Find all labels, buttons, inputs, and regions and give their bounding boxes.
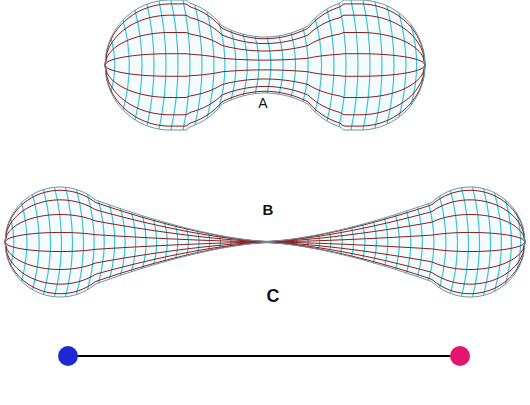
meridian-line — [243, 34, 247, 96]
meridian-line — [11, 218, 14, 266]
meridian-line — [339, 3, 346, 126]
meridian-line — [99, 201, 105, 283]
meridian-line — [267, 37, 271, 93]
parallel-line — [5, 242, 525, 284]
meridian-line — [341, 230, 343, 254]
surface-fill — [5, 187, 525, 297]
meridian-line — [473, 187, 480, 297]
meridian-line — [374, 221, 377, 263]
surface-label: B — [261, 202, 276, 219]
meridian-line — [132, 212, 136, 271]
meridian-line — [363, 0, 370, 130]
meridian-line — [159, 1, 166, 129]
meridian-line — [495, 193, 502, 291]
meridian-line — [147, 4, 154, 126]
pink-endpoint — [450, 346, 470, 366]
meridian-line — [363, 224, 365, 260]
parallel-line — [105, 4, 425, 65]
meridian-line — [330, 232, 331, 251]
parallel-line — [5, 242, 525, 252]
parallel-line — [5, 242, 525, 270]
parallel-line — [5, 215, 525, 243]
meridian-line — [440, 196, 446, 288]
meridian-line — [396, 214, 400, 269]
meridian-line — [22, 203, 27, 282]
meridian-line — [462, 188, 469, 297]
surface-outline — [105, 0, 425, 130]
surface-outline — [5, 187, 525, 297]
meridian-line — [154, 219, 157, 265]
meridian-line — [375, 2, 382, 128]
parallel-line — [5, 190, 525, 242]
meridian-line — [387, 6, 394, 124]
parallel-line — [105, 65, 425, 76]
meridian-line — [319, 235, 320, 250]
meridian-line — [195, 5, 202, 125]
surface-fill — [105, 0, 425, 130]
meridian-line — [429, 203, 434, 280]
meridian-line — [121, 209, 126, 276]
meridian-line — [123, 20, 129, 110]
meridian-line — [183, 0, 190, 130]
meridian-line — [111, 38, 115, 93]
dumbbell-surface — [105, 0, 425, 130]
meridian-line — [484, 189, 491, 296]
meridian-line — [407, 211, 411, 273]
meridian-line — [77, 190, 84, 295]
meridian-line — [110, 205, 115, 279]
meridian-line — [33, 194, 40, 289]
parallel-line — [5, 200, 525, 242]
meridian-line — [506, 200, 512, 284]
meridian-line — [418, 207, 423, 276]
meridian-line — [55, 187, 62, 296]
parallel-line — [5, 232, 525, 242]
meridian-line — [279, 36, 283, 94]
meridian-line — [171, 0, 178, 130]
meridian-line — [315, 18, 322, 112]
meridian-line — [385, 218, 388, 266]
meridian-line — [451, 191, 458, 294]
parallel-line — [105, 54, 425, 65]
meridian-line — [44, 190, 51, 295]
segment-line — [68, 355, 460, 357]
meridian-line — [66, 187, 73, 296]
surface-label: A — [256, 96, 269, 111]
meridian-line — [165, 222, 168, 262]
meridian-line — [327, 9, 334, 121]
parallel-line — [105, 65, 425, 115]
pinched-surface — [5, 187, 525, 297]
meridian-line — [176, 225, 178, 259]
meridian-line — [135, 10, 142, 120]
line-label: C — [265, 287, 282, 307]
meridian-line — [231, 30, 236, 100]
meridian-line — [303, 28, 308, 101]
parallel-line — [105, 65, 425, 126]
parallel-line — [5, 242, 525, 294]
meridian-line — [291, 33, 295, 97]
blue-endpoint — [58, 346, 78, 366]
meridian-line — [143, 216, 147, 269]
meridian-line — [187, 228, 189, 256]
meridian-line — [255, 36, 259, 93]
parallel-line — [105, 15, 425, 65]
meridian-line — [351, 0, 358, 130]
meridian-line — [352, 227, 354, 257]
